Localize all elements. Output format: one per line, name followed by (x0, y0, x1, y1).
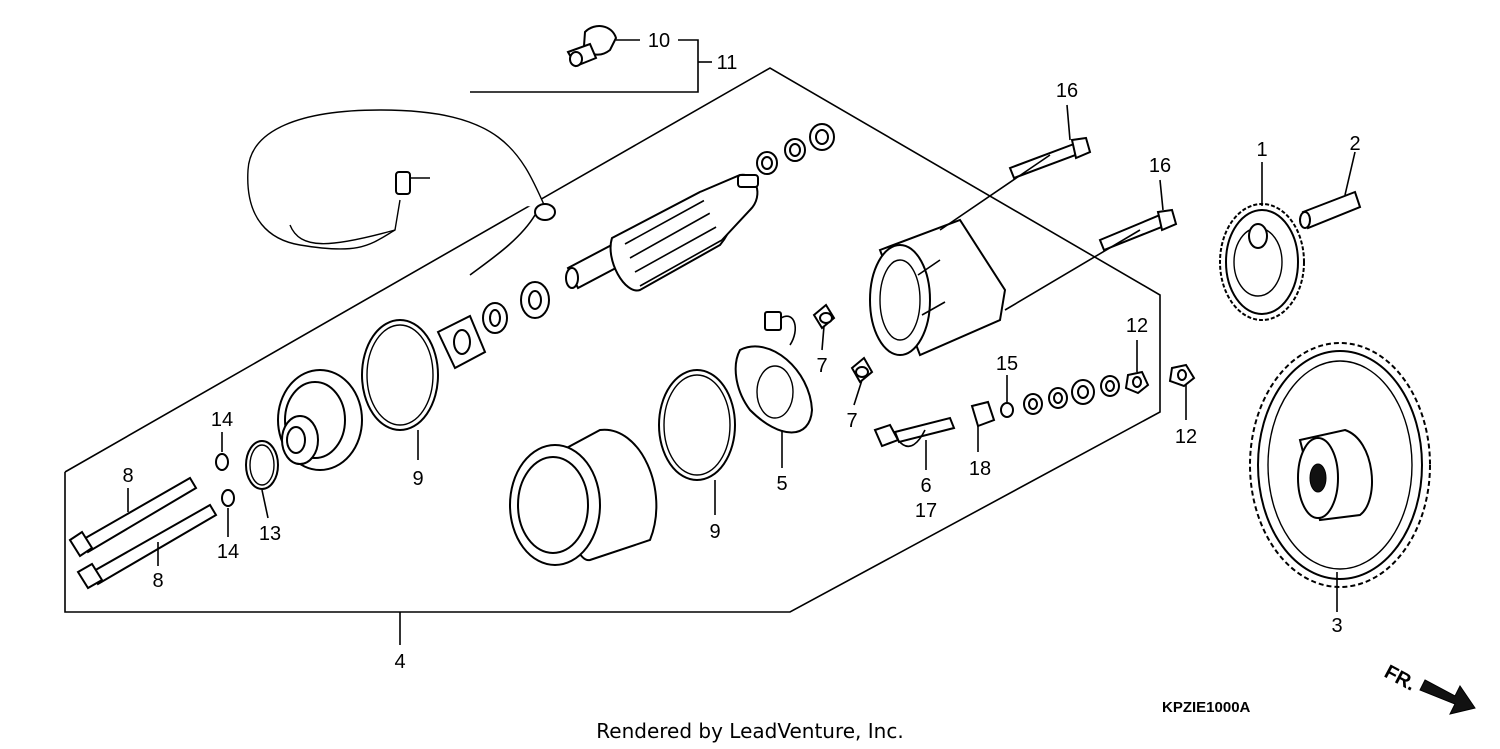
starter-cable (247, 109, 556, 276)
brush-holder (734, 311, 814, 434)
motor-yoke (509, 428, 658, 566)
gear-3 (1249, 342, 1431, 588)
bolt-16-b (1098, 208, 1178, 252)
brush-7-a (812, 303, 836, 330)
callout-9-a: 9 (412, 468, 423, 490)
shaft-2 (1299, 190, 1362, 230)
brush-7-b (850, 356, 874, 384)
callout-3: 3 (1331, 615, 1342, 637)
diagram-code: KPZIE1000A (1162, 699, 1251, 716)
callout-13: 13 (259, 523, 281, 545)
callout-11: 11 (717, 52, 738, 74)
armature (565, 173, 759, 292)
callout-12-b: 12 (1175, 426, 1197, 448)
callout-1: 1 (1256, 139, 1267, 161)
callout-8-a: 8 (122, 465, 133, 487)
washer-14-b (221, 489, 235, 507)
bolt-8-a (68, 476, 198, 558)
assembly-outline (64, 67, 1161, 613)
front-direction-arrow-icon: FR. (1381, 661, 1476, 715)
gear-1 (1219, 203, 1305, 321)
callout-18: 18 (969, 458, 991, 480)
callout-6: 6 (920, 475, 931, 497)
svg-text:FR.: FR. (1381, 661, 1420, 696)
front-cover (277, 369, 363, 471)
callout-17: 17 (915, 500, 937, 522)
callout-7-a: 7 (816, 355, 827, 377)
callout-4: 4 (394, 651, 405, 673)
callout-16-b: 16 (1149, 155, 1171, 177)
bolt-16-a (1008, 136, 1092, 180)
callout-10: 10 (648, 30, 670, 52)
callout-5: 5 (776, 473, 787, 495)
callout-16-a: 16 (1056, 80, 1078, 102)
bolt-8-b (76, 503, 218, 590)
callout-2: 2 (1349, 133, 1360, 155)
callout-15: 15 (996, 353, 1018, 375)
callout-14-a: 14 (211, 409, 233, 431)
leader-2 (1344, 151, 1356, 196)
leader-11 (470, 39, 699, 93)
credit-text: Rendered by LeadVenture, Inc. (596, 719, 903, 743)
callout-9-b: 9 (709, 521, 720, 543)
terminal-cap (566, 25, 618, 68)
callout-12-a: 12 (1126, 315, 1148, 337)
rear-cover (869, 218, 1007, 357)
washer-14-a (215, 453, 229, 471)
terminal-bolt (873, 416, 956, 448)
callout-8-b: 8 (152, 570, 163, 592)
callout-14-b: 14 (217, 541, 239, 563)
washer-15 (1000, 402, 1014, 418)
callout-7-b: 7 (846, 410, 857, 432)
insulator-18 (970, 400, 996, 428)
